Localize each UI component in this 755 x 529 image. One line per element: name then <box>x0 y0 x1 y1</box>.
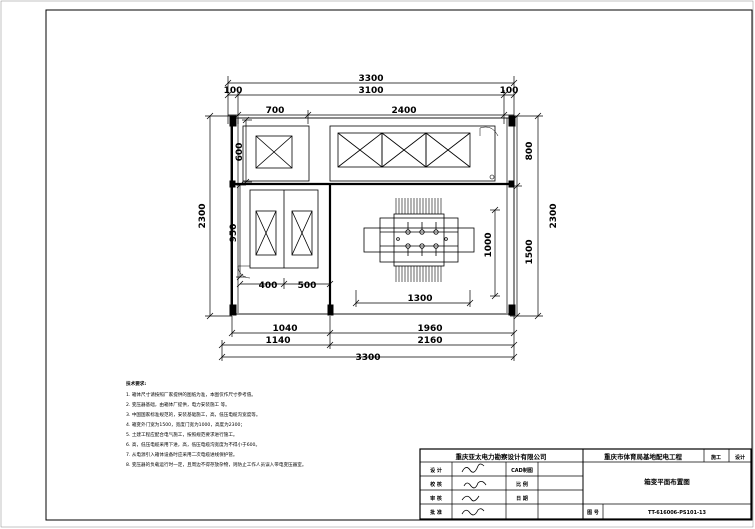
dim-wall-right: 100 <box>500 86 519 96</box>
bottom-dimensions <box>218 316 518 361</box>
drawing-frame <box>45 9 753 521</box>
title-block <box>419 448 752 520</box>
role-review: 审 核 <box>430 495 442 502</box>
right-dimensions <box>490 112 543 320</box>
notes-title: 技术要求: <box>126 380 146 387</box>
note-line: 7. 从电源引入箱体设备时应采用二次电缆进线保护管。 <box>126 451 238 458</box>
internal-dimensions <box>236 278 474 307</box>
company-name: 重庆亚太电力勘察设计有限公司 <box>456 452 547 461</box>
label-phase: CAD制图 <box>511 467 533 474</box>
stage-label: 施工 <box>710 454 721 461</box>
dim-transformer-height: 1500 <box>525 239 535 264</box>
dim-cabinet-a: 700 <box>266 106 285 116</box>
role-approve: 批 准 <box>430 509 442 516</box>
dim-transformer-length: 1300 <box>407 294 432 304</box>
technical-notes: 技术要求: 1. 箱体尺寸请按照厂家提供的图纸为准，本图仅作尺寸参考值。 2. … <box>126 380 306 468</box>
dim-offset-500: 500 <box>298 281 317 291</box>
label-draw-no: 图 号 <box>587 509 599 516</box>
dim-bottom-1140: 1140 <box>265 336 290 346</box>
note-line: 6. 高，低压电缆采用下进，高，低压电缆沟宽度为不得小于600。 <box>126 441 260 448</box>
dim-total-width: 3300 <box>358 74 383 84</box>
cabinet-row <box>242 125 496 182</box>
drawing-title: 箱变平面布置图 <box>644 477 690 486</box>
note-line: 1. 箱体尺寸请按照厂家提供的图纸为准，本图仅作尺寸参考值。 <box>126 391 256 398</box>
signatures <box>461 463 487 516</box>
dim-wall-left: 100 <box>224 86 243 96</box>
dim-offset-400: 400 <box>259 281 278 291</box>
label-date: 日 期 <box>516 495 528 502</box>
transformer <box>363 198 475 282</box>
dim-transformer-width: 1000 <box>484 232 494 257</box>
role-check: 校 核 <box>430 481 442 488</box>
dim-depth-left: 2300 <box>198 203 208 228</box>
project-name: 重庆市体育局基地配电工程 <box>604 452 683 461</box>
dim-small-room-depth: 950 <box>229 224 239 243</box>
lv-cabinets <box>249 189 319 269</box>
dim-depth-right: 2300 <box>549 203 559 228</box>
dim-inner-width: 3100 <box>358 86 383 96</box>
label-scale: 比 例 <box>516 481 528 488</box>
stage-right: 设计 <box>735 454 745 461</box>
dim-cabinet-depth-right: 800 <box>525 142 535 161</box>
note-line: 3. 中国国家标准规范的，安装基础施工，高，低压电缆沟宽度等。 <box>126 411 260 418</box>
dim-cabinet-depth-left: 600 <box>235 143 245 162</box>
role-design: 设 计 <box>430 467 442 474</box>
note-line: 2. 变压器基础，由箱体厂提供，电力安装施工 等。 <box>126 401 230 408</box>
note-line: 5. 土建工程应配合电气施工，按照规范要求进行施工。 <box>126 431 238 438</box>
dim-bottom-total: 3300 <box>355 353 380 363</box>
note-line: 8. 变压器的负载运行时一定，且周边不得存放杂物，则防止工作人员误入带电变压器室… <box>126 461 306 468</box>
dim-bottom-1040: 1040 <box>272 324 297 334</box>
building-plan <box>229 115 516 316</box>
dim-bottom-2160: 2160 <box>417 336 442 346</box>
dim-cabinet-b: 2400 <box>391 106 416 116</box>
dim-bottom-1960: 1960 <box>417 324 442 334</box>
drawing-number: TT-616006-PS101-13 <box>648 510 706 516</box>
top-dimensions <box>224 76 518 124</box>
note-line: 4. 箱变外门宽为1500，宽度门宽为1000，高度为2300； <box>126 421 245 428</box>
